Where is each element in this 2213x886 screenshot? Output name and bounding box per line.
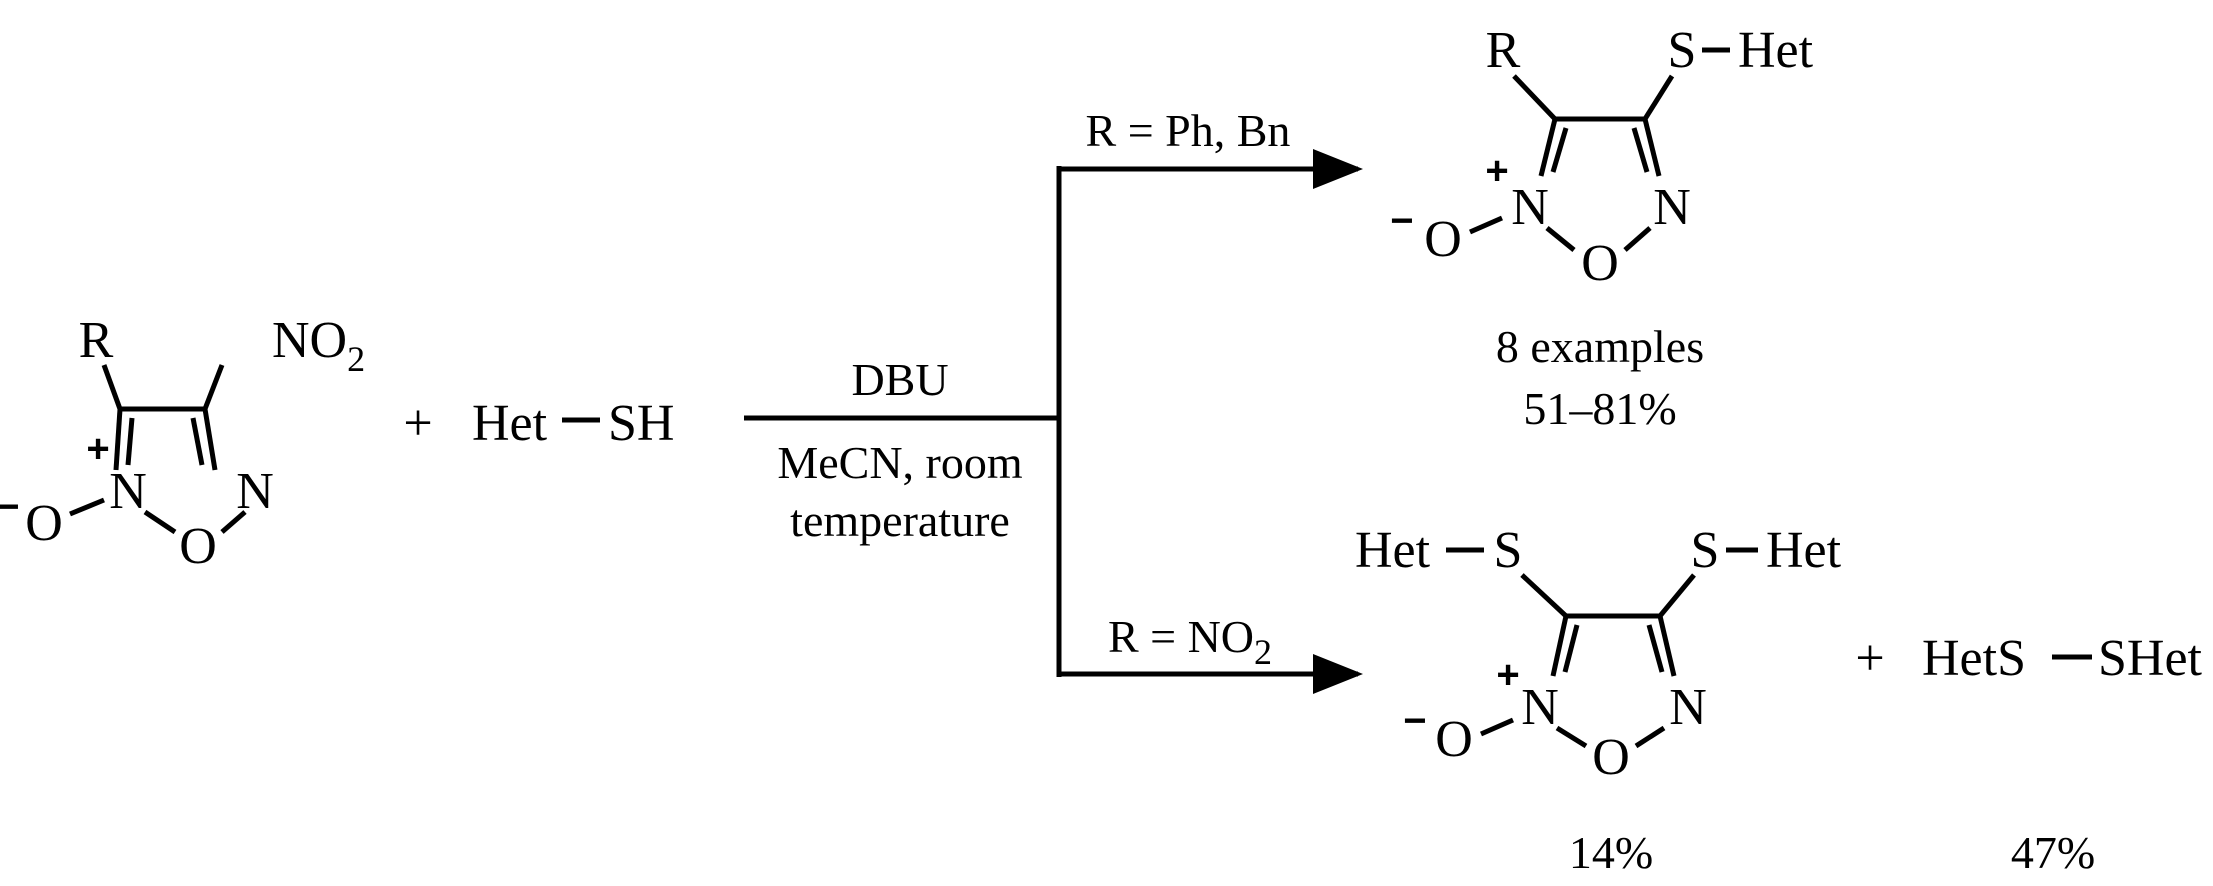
reaction-arrow: DBU MeCN, room temperature R = Ph, Bn R … bbox=[744, 105, 1363, 694]
bond-c-n-double bbox=[1646, 624, 1665, 673]
condition-base: DBU bbox=[851, 354, 948, 405]
reactant-o-minus: O bbox=[25, 495, 63, 552]
reactant-o-ring: O bbox=[179, 518, 217, 575]
upper-product-het: Het bbox=[1738, 22, 1814, 79]
byproduct-shet: SHet bbox=[2098, 630, 2203, 687]
bond-o-ring-n bbox=[1623, 226, 1652, 252]
bond-r bbox=[101, 364, 123, 410]
upper-plus-charge: + bbox=[1485, 149, 1508, 193]
reagent-het: Het bbox=[472, 395, 548, 452]
lower-s-left: S bbox=[1494, 522, 1523, 579]
bond-c-n bbox=[1657, 615, 1677, 677]
upper-o-minus: O bbox=[1424, 211, 1462, 268]
bond-nitro bbox=[202, 364, 225, 410]
bond-s bbox=[1642, 74, 1675, 121]
bond-c-n-plus-double bbox=[1550, 127, 1569, 173]
condition-solvent: MeCN, room bbox=[777, 437, 1023, 488]
upper-examples-count: 8 examples bbox=[1496, 321, 1704, 372]
upper-branch-label: R = Ph, Bn bbox=[1086, 105, 1291, 156]
upper-n: N bbox=[1653, 179, 1691, 236]
reagent-sh: SH bbox=[608, 395, 674, 452]
upper-yield: 51–81% bbox=[1523, 383, 1676, 434]
reactant-nitrofuroxan: R NO2 N N O O − + bbox=[0, 312, 365, 575]
lower-minus-charge: − bbox=[1403, 699, 1426, 743]
bond-o-ring-n bbox=[1634, 725, 1666, 749]
bond-c-n-plus bbox=[1550, 615, 1569, 677]
bond-n-o-minus bbox=[1479, 717, 1515, 737]
lower-het-right: Het bbox=[1766, 522, 1842, 579]
plus-sign: + bbox=[403, 395, 432, 452]
bond-c-n bbox=[1642, 118, 1662, 177]
bond-s-left bbox=[1520, 573, 1568, 618]
byproduct-hets: HetS bbox=[1922, 630, 2026, 687]
lower-o-ring: O bbox=[1592, 729, 1630, 786]
reactant-plus-charge: + bbox=[86, 427, 109, 471]
lower-o-minus: O bbox=[1435, 711, 1473, 768]
byproduct-plus-sign: + bbox=[1855, 630, 1884, 687]
upper-n-plus: N bbox=[1511, 179, 1549, 236]
reagent-thiol: Het SH bbox=[472, 395, 674, 452]
reactant-r-label: R bbox=[79, 312, 114, 369]
bond-c-n-plus-double bbox=[125, 417, 135, 466]
disulfide-byproduct: + HetS SHet 47% bbox=[1855, 630, 2202, 878]
bond-c-n-plus bbox=[113, 408, 123, 471]
bond-n-o-ring bbox=[1555, 725, 1588, 749]
bond-n-o-ring bbox=[143, 509, 177, 535]
condition-temperature: temperature bbox=[790, 495, 1010, 546]
bond-s-right bbox=[1658, 573, 1696, 618]
bond-n-o-minus bbox=[69, 497, 105, 517]
bond-n-o-minus bbox=[1468, 215, 1504, 235]
bond-o-ring-n bbox=[220, 510, 247, 534]
upper-o-ring: O bbox=[1581, 235, 1619, 292]
lower-s-right: S bbox=[1691, 522, 1720, 579]
reactant-n: N bbox=[236, 463, 274, 520]
reactant-n-plus: N bbox=[109, 463, 147, 520]
lower-het-left: Het bbox=[1355, 522, 1431, 579]
reactant-minus-charge: − bbox=[0, 485, 20, 529]
lower-yield: 14% bbox=[1569, 827, 1653, 878]
upper-product: R S Het N N O O − + 8 examples 51–81% bbox=[1390, 22, 1813, 434]
reactant-nitro-label: NO2 bbox=[272, 312, 365, 379]
bond-c-n-double bbox=[1631, 127, 1650, 173]
bond-c-n-plus-double bbox=[1562, 624, 1580, 673]
bond-c-n-plus bbox=[1538, 118, 1558, 177]
bond-r bbox=[1512, 74, 1557, 121]
upper-product-r: R bbox=[1486, 22, 1521, 79]
bond-n-o-ring bbox=[1545, 226, 1576, 252]
bond-c-n-double bbox=[190, 417, 205, 466]
lower-n-plus: N bbox=[1521, 679, 1559, 736]
upper-product-s: S bbox=[1668, 22, 1697, 79]
byproduct-yield: 47% bbox=[2011, 827, 2095, 878]
lower-plus-charge: + bbox=[1496, 653, 1519, 697]
upper-minus-charge: − bbox=[1390, 199, 1413, 243]
lower-branch-label: R = NO2 bbox=[1108, 611, 1272, 672]
lower-product: Het S S Het N N O O − + 14% bbox=[1355, 522, 1842, 878]
bond-c-n bbox=[202, 408, 218, 471]
lower-n: N bbox=[1669, 679, 1707, 736]
